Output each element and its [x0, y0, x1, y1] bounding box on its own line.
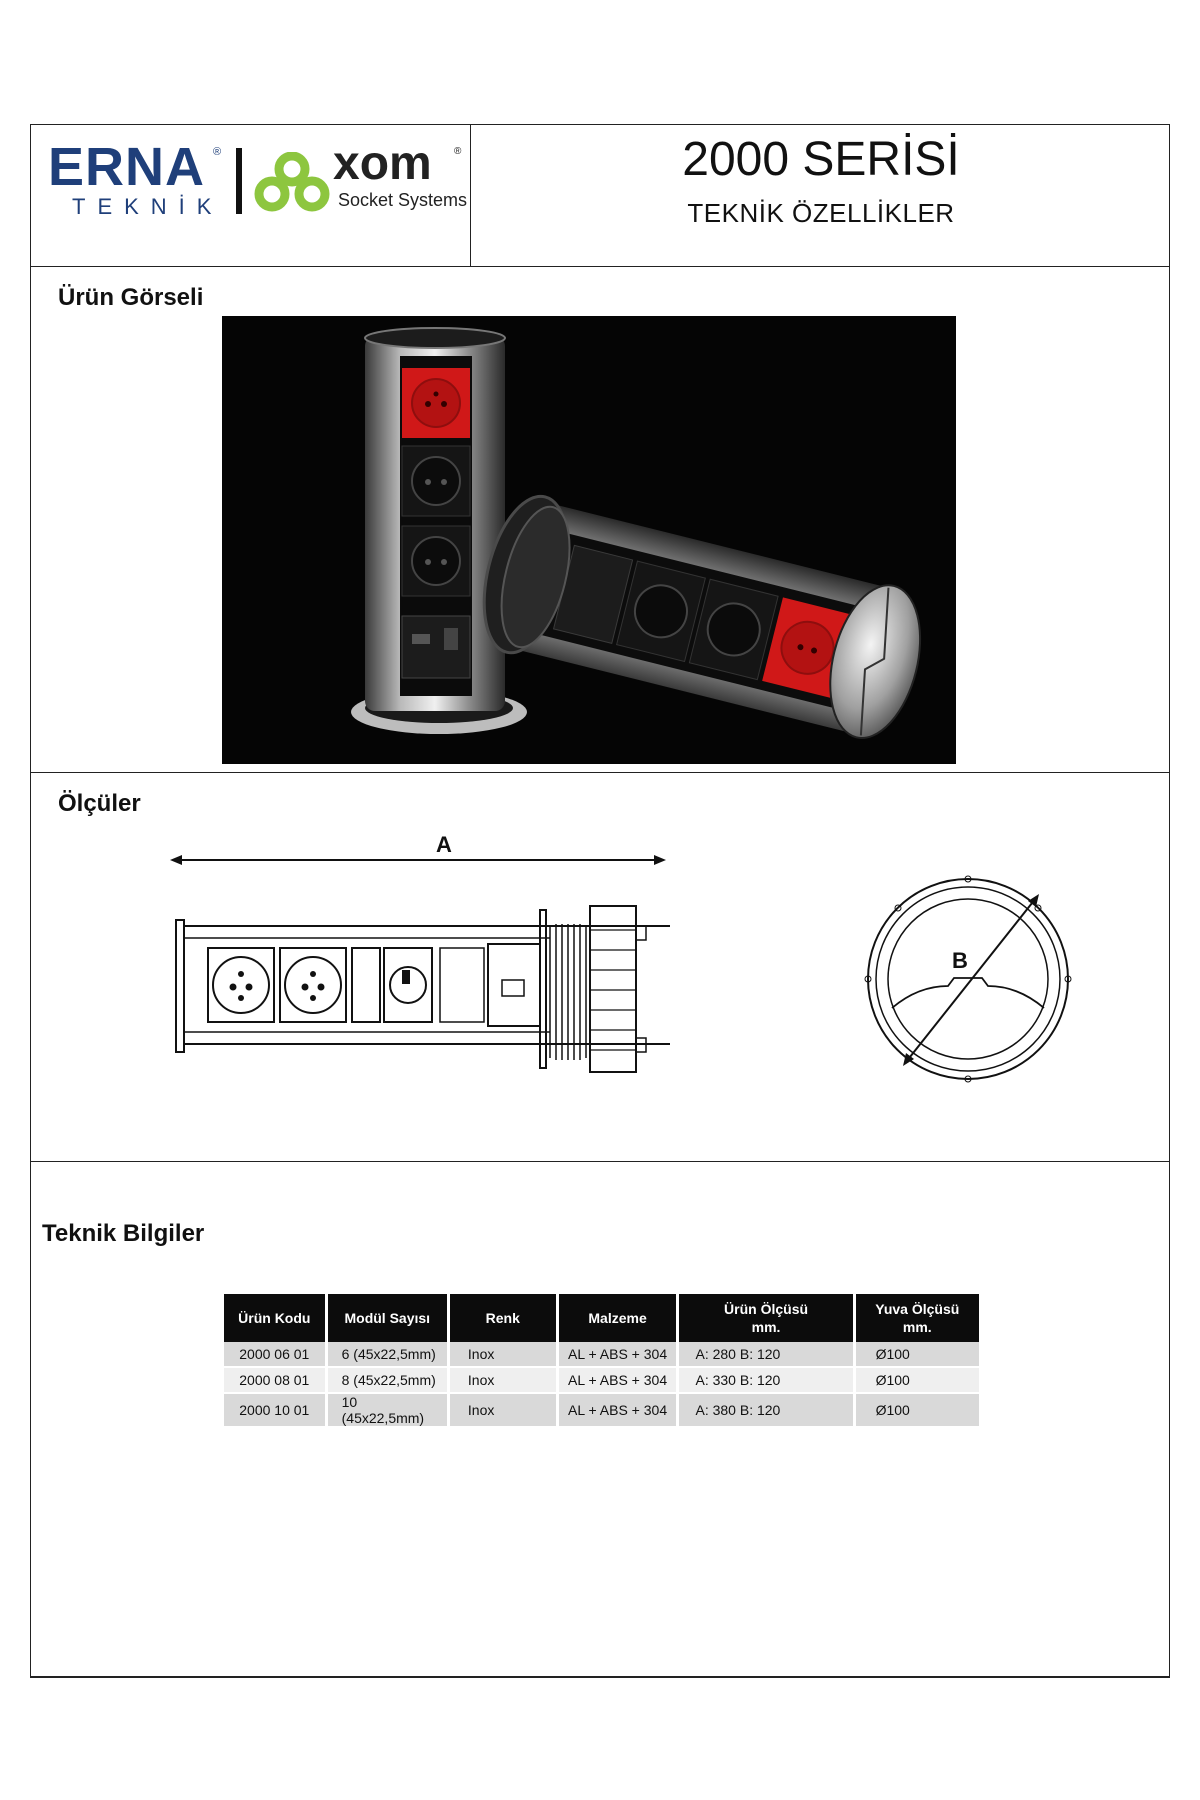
section-divider-2	[30, 1161, 1170, 1162]
header-module-count: Modül Sayısı	[327, 1294, 447, 1342]
cell-module-count: 10 (45x22,5mm)	[327, 1394, 447, 1428]
header-slot-size-line1: Yuva Ölçüsü	[875, 1301, 960, 1317]
dimension-arrow-a	[170, 855, 666, 865]
spec-table: Ürün Kodu Modül Sayısı Renk Malzeme Ürün…	[221, 1294, 982, 1428]
cell-color: Inox	[449, 1394, 556, 1428]
header-product-code: Ürün Kodu	[224, 1294, 325, 1342]
table-row: 2000 10 01 10 (45x22,5mm) Inox AL + ABS …	[224, 1394, 979, 1428]
cell-slot-size: Ø100	[855, 1368, 979, 1394]
cell-material: AL + ABS + 304	[558, 1394, 677, 1428]
page-title: 2000 SERİSİ	[682, 133, 960, 186]
cell-product-size: A: 380 B: 120	[679, 1394, 853, 1428]
frame-top-line	[30, 124, 1170, 125]
header-slot-size-line2: mm.	[902, 1319, 932, 1335]
xom-clover-icon	[254, 152, 330, 212]
xom-tagline: Socket Systems	[338, 190, 468, 210]
header-slot-size: Yuva Ölçüsü mm.	[855, 1294, 979, 1342]
cell-material: AL + ABS + 304	[558, 1342, 677, 1368]
erna-teknik-text: TEKNİK	[72, 194, 224, 219]
erna-logo: ERNA	[48, 137, 206, 197]
table-row: 2000 06 01 6 (45x22,5mm) Inox AL + ABS +…	[224, 1342, 979, 1368]
cell-material: AL + ABS + 304	[558, 1368, 677, 1394]
cell-slot-size: Ø100	[855, 1342, 979, 1368]
top-view-drawing	[864, 875, 1072, 1083]
header-product-size-line1: Ürün Ölçüsü	[724, 1301, 809, 1317]
xom-registered-mark: ®	[454, 146, 462, 157]
table-row: 2000 08 01 8 (45x22,5mm) Inox AL + ABS +…	[224, 1368, 979, 1394]
section-title-dimensions: Ölçüler	[58, 790, 141, 817]
cell-module-count: 6 (45x22,5mm)	[327, 1342, 447, 1368]
table-header-row: Ürün Kodu Modül Sayısı Renk Malzeme Ürün…	[224, 1294, 979, 1342]
cell-product-size: A: 330 B: 120	[679, 1368, 853, 1394]
cell-product-code: 2000 06 01	[224, 1342, 325, 1368]
brand-logos: ERNA ® TEKNİK xom ® Socket Systems	[48, 140, 468, 230]
section-title-product-image: Ürün Görseli	[58, 284, 204, 311]
product-photo-illustration	[351, 327, 922, 740]
xom-logo: xom	[333, 137, 432, 190]
side-view-drawing	[175, 905, 670, 1073]
header-color: Renk	[449, 1294, 556, 1342]
cell-product-code: 2000 08 01	[224, 1368, 325, 1394]
erna-registered-mark: ®	[213, 146, 222, 158]
section-divider-1	[30, 772, 1170, 773]
dimension-label-a: A	[436, 832, 452, 857]
cell-color: Inox	[449, 1368, 556, 1394]
header-divider	[470, 124, 471, 266]
logo-divider	[236, 148, 242, 214]
header-product-size: Ürün Ölçüsü mm.	[679, 1294, 853, 1342]
header-bottom-line	[30, 266, 1170, 267]
dimension-label-b: B	[952, 948, 968, 973]
page-subtitle: TEKNİK ÖZELLİKLER	[687, 198, 955, 228]
section-title-technical-info: Teknik Bilgiler	[42, 1220, 205, 1247]
cell-color: Inox	[449, 1342, 556, 1368]
cell-module-count: 8 (45x22,5mm)	[327, 1368, 447, 1394]
product-photo	[222, 316, 956, 764]
page-frame	[30, 124, 1170, 1678]
cell-slot-size: Ø100	[855, 1394, 979, 1428]
cell-product-size: A: 280 B: 120	[679, 1342, 853, 1368]
cell-product-code: 2000 10 01	[224, 1394, 325, 1428]
header-product-size-line2: mm.	[751, 1319, 781, 1335]
header-material: Malzeme	[558, 1294, 677, 1342]
